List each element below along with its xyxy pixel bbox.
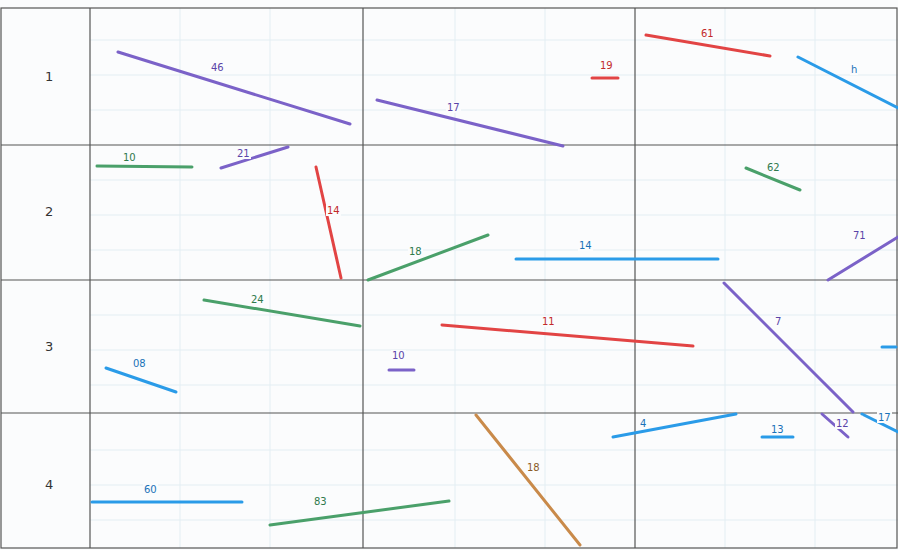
segment-label: 18 bbox=[526, 462, 541, 473]
segment-label: 46 bbox=[210, 62, 225, 73]
segment-label: 11 bbox=[541, 316, 556, 327]
segment-label: 83 bbox=[313, 496, 328, 507]
segment-label: 12 bbox=[835, 418, 850, 429]
segment-label: 14 bbox=[578, 240, 593, 251]
segment-label: 10 bbox=[122, 152, 137, 163]
segment-label: 71 bbox=[852, 230, 867, 241]
segment-label: 10 bbox=[391, 350, 406, 361]
segment-label: 4 bbox=[639, 418, 647, 429]
segment-label: 08 bbox=[132, 358, 147, 369]
segment-label: 61 bbox=[700, 28, 715, 39]
row-number: 3 bbox=[44, 340, 54, 354]
segment-label: h bbox=[850, 64, 858, 75]
row-number: 2 bbox=[44, 205, 54, 219]
row-number: 1 bbox=[44, 70, 54, 84]
segment-label: 13 bbox=[770, 424, 785, 435]
segment-label: 7 bbox=[774, 316, 782, 327]
segment-label: 19 bbox=[599, 60, 614, 71]
segment-label: 24 bbox=[250, 294, 265, 305]
segment-label: 62 bbox=[766, 162, 781, 173]
row-number: 4 bbox=[44, 478, 54, 492]
segment-label: 18 bbox=[408, 246, 423, 257]
segment-label: 60 bbox=[143, 484, 158, 495]
segment-label: 14 bbox=[326, 205, 341, 216]
segment-label: 17 bbox=[877, 412, 892, 423]
segment-label: 21 bbox=[236, 148, 251, 159]
segment-label: 17 bbox=[446, 102, 461, 113]
